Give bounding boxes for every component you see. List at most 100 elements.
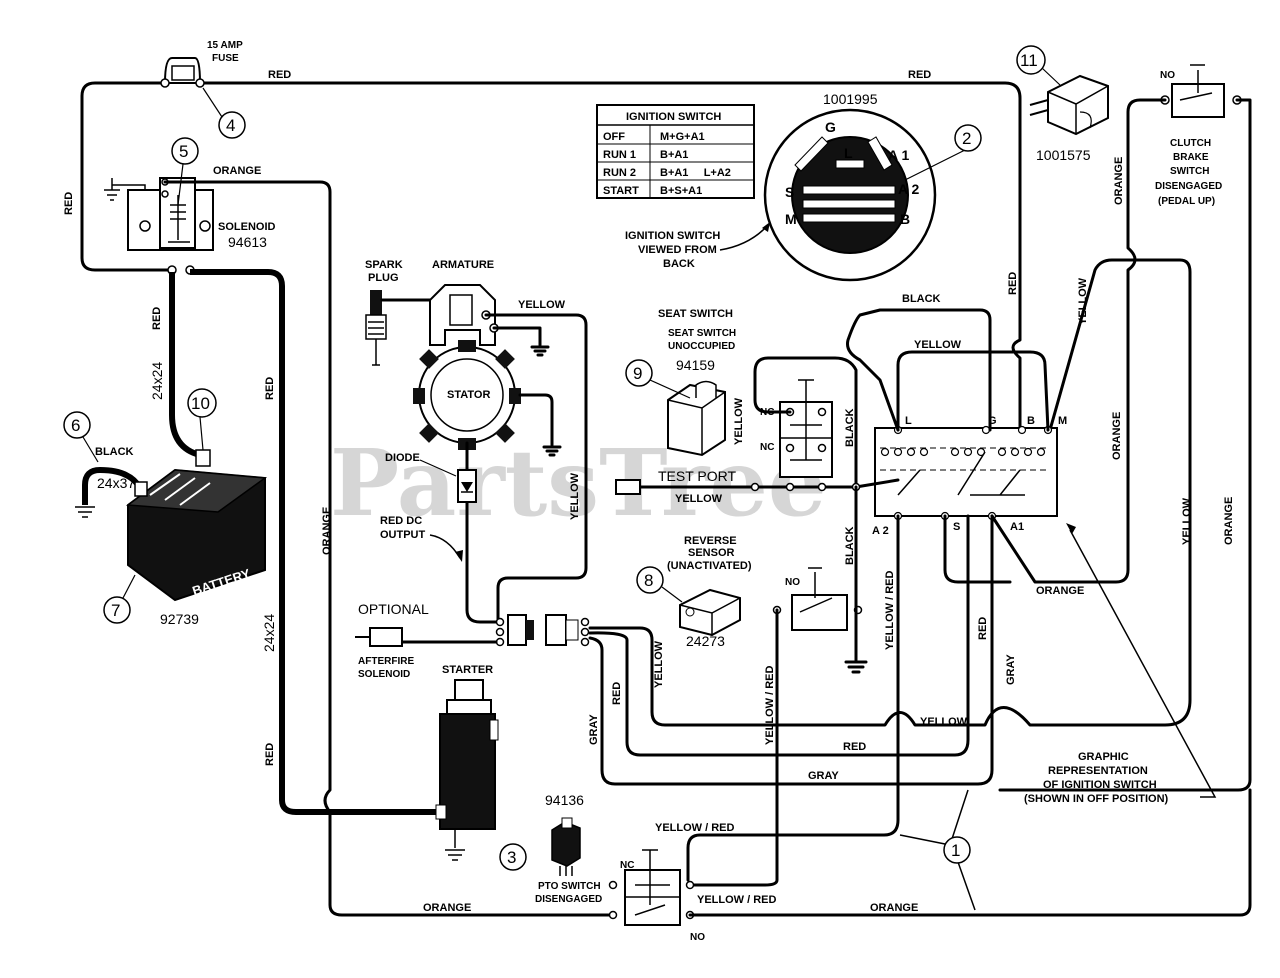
clutch-switch-connector: 1001575 — [1029, 74, 1109, 163]
red-dc-output-wire — [465, 441, 500, 624]
wire-label-red-right: RED — [1007, 272, 1019, 295]
yellow-red-wire-a2 — [686, 514, 900, 882]
yellow-wire-armature — [484, 313, 588, 622]
pto-switch: 94136 PTO SWITCH DISENGAGED — [535, 792, 602, 905]
seat-switch-sub-1: SEAT SWITCH — [668, 328, 736, 339]
svg-text:7: 7 — [111, 601, 120, 620]
svg-text:8: 8 — [644, 571, 653, 590]
test-port — [615, 479, 641, 495]
reverse-label-3: (UNACTIVATED) — [667, 560, 752, 572]
fuse-label-2: FUSE — [212, 53, 239, 64]
ign-view-label-3: BACK — [663, 258, 695, 270]
wire-label-red-conn: RED — [611, 682, 623, 705]
ignition-row-pos: RUN 2 — [603, 167, 636, 179]
solenoid-label: SOLENOID — [218, 221, 276, 233]
ignition-row-contacts: M+G+A1 — [660, 131, 705, 143]
wire-label-black-rev: BLACK — [844, 526, 856, 565]
reverse-switch-schematic: NO — [772, 567, 863, 631]
yellow-red-wire-rev — [686, 608, 779, 887]
cable-size-label-1: 24x24 — [149, 362, 165, 400]
svg-text:4: 4 — [226, 116, 235, 135]
test-port-label: TEST PORT — [658, 468, 737, 484]
svg-text:2: 2 — [962, 129, 971, 148]
callout-6: 6 — [63, 411, 99, 463]
wire-label-red-lower: RED — [264, 743, 276, 766]
seat-switch: SEAT SWITCH SEAT SWITCH UNOCCUPIED 94159 — [649, 308, 736, 457]
ignition-row-pos: START — [603, 185, 639, 197]
seat-switch-label: SEAT SWITCH — [658, 308, 733, 320]
spark-plug-label: SPARK — [365, 259, 403, 271]
graphic-terminal-a2: A 2 — [872, 525, 889, 537]
ign-terminal-b: B — [900, 211, 910, 227]
wire-label-yellow-armature: YELLOW — [518, 299, 566, 311]
reverse-sensor-part-number: 24273 — [686, 633, 725, 649]
spark-plug: SPARK PLUG — [365, 259, 432, 366]
starter: STARTER — [435, 664, 499, 861]
wire-label-yellow-red-bottom: YELLOW / RED — [655, 822, 735, 834]
pto-label-1: PTO SWITCH — [538, 881, 601, 892]
wire-label-gray-bottom: GRAY — [808, 770, 839, 782]
graphic-note-1: GRAPHIC — [1078, 751, 1129, 763]
wire-label-gray-right: GRAY — [1005, 654, 1017, 685]
solenoid-part-number: 94613 — [228, 234, 267, 250]
orange-wire-a1 — [990, 514, 1064, 584]
seat-switch-sub-2: UNOCCUPIED — [668, 341, 735, 352]
fuse-label: 15 AMP — [207, 40, 243, 51]
svg-text:1: 1 — [951, 841, 960, 860]
graphic-terminal-l: L — [905, 415, 912, 427]
ign-terminal-l: L — [844, 145, 853, 161]
pto-nc-label: NC — [620, 860, 634, 871]
callout-1: 1 — [943, 836, 971, 864]
black-wire-ground — [844, 485, 868, 674]
orange-wire-s — [943, 514, 1012, 584]
wire-label-red-starter: RED — [264, 377, 276, 400]
black-wire-top — [846, 308, 992, 432]
engine-connector — [495, 614, 590, 647]
wire-label-yellow-top: YELLOW — [914, 339, 962, 351]
clutch-switch-part-number: 1001575 — [1036, 147, 1091, 163]
seat-nc-label-2: NC — [760, 442, 774, 453]
reverse-label-1: REVERSE — [684, 535, 737, 547]
ign-view-label-1: IGNITION SWITCH — [625, 230, 720, 242]
svg-text:6: 6 — [71, 416, 80, 435]
graphic-note-3: OF IGNITION SWITCH — [1043, 779, 1157, 791]
ign-view-label-2: VIEWED FROM — [638, 244, 717, 256]
pto-switch-schematic: NC NO — [608, 849, 705, 943]
ignition-row-pos: RUN 1 — [603, 149, 636, 161]
graphic-terminal-m: M — [1058, 415, 1067, 427]
svg-text:9: 9 — [633, 364, 642, 383]
callout-4: 4 — [202, 87, 246, 139]
wire-label-red-top: RED — [268, 69, 291, 81]
orange-wire-bottom-right — [688, 788, 1252, 917]
stator-label: STATOR — [447, 389, 490, 401]
clutch-label-1: CLUTCH — [1170, 138, 1211, 149]
ign-terminal-s: S — [785, 184, 794, 200]
ignition-table-title: IGNITION SWITCH — [626, 111, 721, 123]
black-wire-seat — [753, 356, 858, 489]
ignition-row-contacts: B+A1 L+A2 — [660, 167, 731, 179]
red-wire-a1 — [588, 514, 970, 757]
callout-7: 7 — [103, 574, 136, 624]
wire-label-red-top-right: RED — [908, 69, 931, 81]
wire-label-orange-top: ORANGE — [213, 165, 261, 177]
wire-label-black-seat: BLACK — [844, 408, 856, 447]
svg-text:3: 3 — [507, 848, 516, 867]
wire-label-yellow-red-pto: YELLOW / RED — [697, 894, 777, 906]
callout-10: 10 — [187, 388, 217, 451]
graphic-terminal-g: G — [988, 415, 997, 427]
graphic-terminal-a1: A1 — [1010, 521, 1024, 533]
armature-label: ARMATURE — [432, 259, 494, 271]
wire-label-yellow-seat: YELLOW — [733, 397, 745, 445]
armature: ARMATURE — [429, 259, 499, 346]
wire-label-yellow-conn: YELLOW — [653, 640, 665, 688]
optional-label: OPTIONAL — [358, 601, 429, 617]
wire-label-yellow-right: YELLOW — [1077, 277, 1089, 325]
yellow-wire-top — [896, 350, 1050, 432]
red-dc-label: RED DC — [380, 515, 422, 527]
ignition-row-contacts: B+S+A1 — [660, 185, 702, 197]
wire-label-yellow-bottom: YELLOW — [920, 716, 968, 728]
afterfire-label-2: SOLENOID — [358, 669, 410, 680]
pto-no-label: NO — [690, 932, 705, 943]
gray-wire — [588, 514, 994, 786]
